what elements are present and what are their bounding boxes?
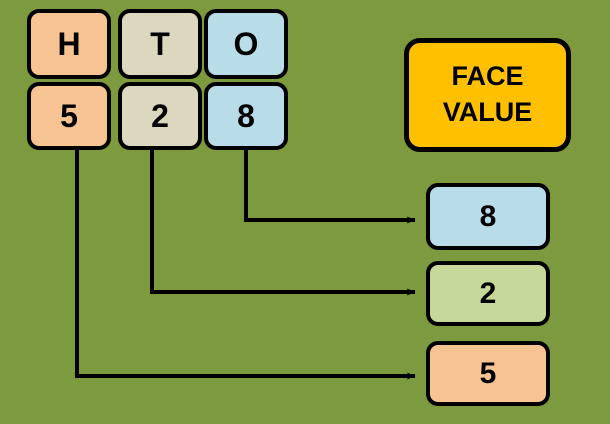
- connector-tens-to-2: [150, 150, 416, 296]
- result-box-hundreds: 5: [426, 341, 550, 406]
- result-box-tens: 2: [426, 261, 550, 326]
- face-value-line-1: FACE: [451, 61, 524, 92]
- place-value-header-tens: T: [118, 9, 202, 79]
- place-value-digit-ones: 8: [204, 82, 288, 150]
- place-value-digit-hundreds: 5: [27, 82, 111, 150]
- connector-hundreds-to-5: [75, 150, 416, 380]
- place-value-header-hundreds: H: [27, 9, 111, 79]
- place-value-digit-tens: 2: [118, 82, 202, 150]
- face-value-line-2: VALUE: [442, 97, 533, 127]
- place-value-header-ones: O: [204, 9, 288, 79]
- connector-ones-to-8: [244, 150, 416, 224]
- face-value-label: FACE VALUE: [404, 38, 571, 152]
- result-box-ones: 8: [426, 183, 550, 250]
